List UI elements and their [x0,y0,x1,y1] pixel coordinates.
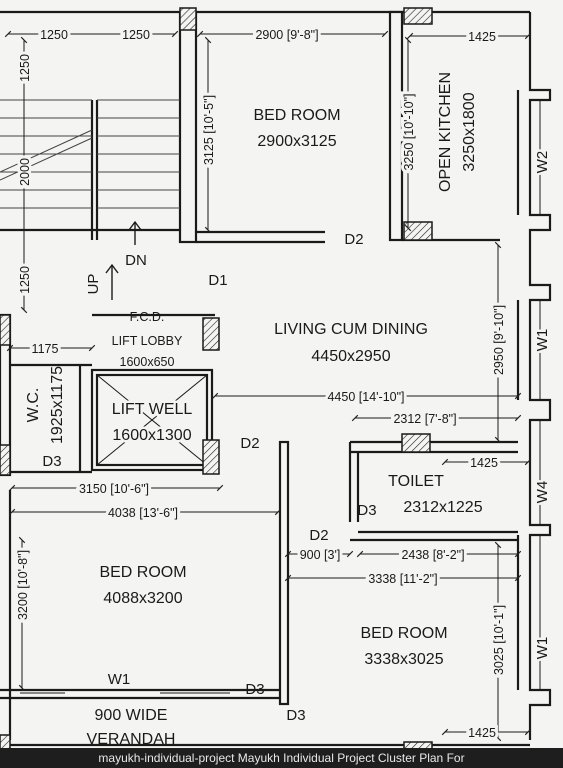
dim-3200: 3200 [10'-8"] [16,550,30,620]
open-kitchen-size: 3250x1800 [461,92,478,171]
lift-lobby-name: LIFT LOBBY [112,334,183,348]
dim-1250-left-a: 1250 [18,54,32,82]
stair-treads [0,99,180,209]
watermark-caption: mayukh-individual-project Mayukh Individ… [0,748,563,768]
stair-up: UP [85,274,102,295]
lift-lobby-size: 1600x650 [120,355,175,369]
dim-3025: 3025 [10'-1"] [492,605,506,675]
dim-1425-mid: 1425 [470,456,498,470]
wc-name: W.C. [25,388,42,423]
dim-3250: 3250 [10'-10"] [402,93,416,170]
bed-room-left-size: 4088x3200 [103,590,182,607]
bed-room-right-name: BED ROOM [360,625,447,642]
stair-dn: DN [125,252,147,269]
dim-1425-top: 1425 [468,30,496,44]
door-d3-wc: D3 [42,453,61,470]
door-d1: D1 [208,272,227,289]
fcd-label: F.C.D. [130,310,165,324]
dim-1250-left-b: 1250 [18,266,32,294]
dim-2900: 2900 [9'-8"] [255,28,318,42]
door-d2-top: D2 [344,231,363,248]
dimension-lines [4,30,532,742]
open-kitchen-name: OPEN KITCHEN [437,72,454,192]
window-w2: W2 [534,151,551,174]
lift-well-size: 1600x1300 [112,427,191,444]
labels: 1250 1250 2900 [9'-8"] 1425 1250 2000 12… [13,25,554,748]
dim-4450: 4450 [14'-10"] [327,390,404,404]
lift-well-name: LIFT WELL [112,401,193,418]
bed-room-right-size: 3338x3025 [364,651,443,668]
dim-3125: 3125 [10'-5"] [202,95,216,165]
wc-size: 1925x1175 [49,366,66,444]
dim-1250-a: 1250 [40,28,68,42]
dim-1425-bottom: 1425 [468,726,496,740]
door-d2-bottom: D2 [309,527,328,544]
stair-arrows [105,220,142,300]
dim-1250-b: 1250 [122,28,150,42]
dim-2950: 2950 [9'-10"] [492,305,506,375]
verandah-line1: 900 WIDE [95,707,168,724]
bed-room-top-size: 2900x3125 [257,133,336,150]
door-d3-toilet: D3 [357,502,376,519]
living-name: LIVING CUM DINING [274,321,428,338]
window-w1-right-top: W1 [534,329,551,352]
verandah-line2: VERANDAH [87,731,176,748]
bed-room-top-name: BED ROOM [253,107,340,124]
windows [20,100,541,694]
door-d3-right: D3 [286,707,305,724]
dim-3338: 3338 [11'-2"] [368,572,437,586]
dim-3150: 3150 [10'-6"] [79,482,149,496]
bed-room-left-name: BED ROOM [99,564,186,581]
window-w1-right-bottom: W1 [534,637,551,660]
window-w1-bottom: W1 [108,671,131,688]
dim-2312: 2312 [7'-8"] [393,412,456,426]
toilet-name: TOILET [388,473,444,490]
dim-2000: 2000 [18,158,32,186]
dim-1175: 1175 [32,342,59,356]
dim-900: 900 [3'] [300,548,341,562]
door-d2-mid: D2 [240,435,259,452]
dim-2438: 2438 [8'-2"] [401,548,464,562]
toilet-size: 2312x1225 [403,499,482,516]
living-size: 4450x2950 [311,348,390,365]
window-w4: W4 [534,481,551,504]
walls [0,10,552,747]
dim-4038: 4038 [13'-6"] [108,506,178,520]
door-d3-left: D3 [245,681,264,698]
